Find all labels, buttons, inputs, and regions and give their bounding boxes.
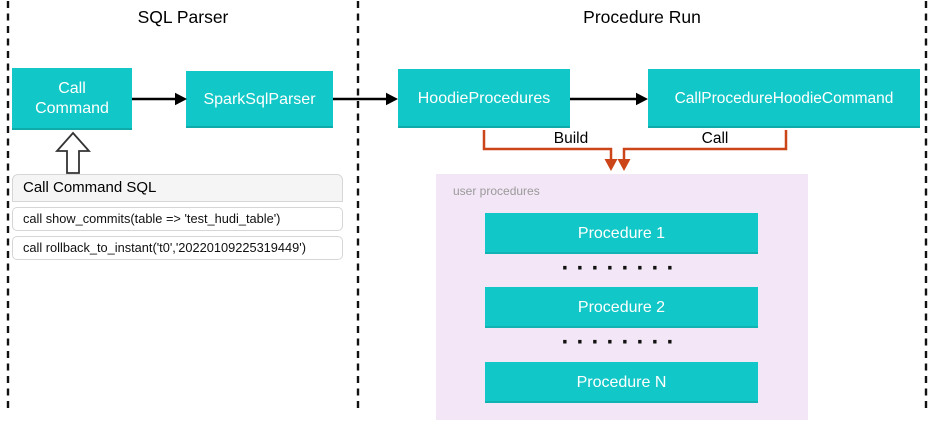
- node-procedure-n: Procedure N: [485, 362, 758, 403]
- sql-panel: Call Command SQL call show_commits(table…: [12, 174, 343, 260]
- node-call-procedure-hoodie-command: CallProcedureHoodieCommand: [648, 69, 920, 128]
- arrow-parser-to-hoodie-procedures: [333, 92, 398, 106]
- build-label: Build: [553, 130, 589, 147]
- section-title-procedure-run: Procedure Run: [583, 7, 701, 27]
- build-connector: [482, 130, 618, 171]
- arrow-call-command-to-parser: [132, 92, 187, 106]
- node-spark-sql-parser: SparkSqlParser: [186, 71, 333, 128]
- node-call-command-label: Call Command: [35, 80, 109, 117]
- sql-row: call rollback_to_instant('t0','202201092…: [12, 236, 343, 260]
- user-procedures-panel: user procedures Procedure 1 ········ Pro…: [436, 174, 808, 420]
- sql-panel-header: Call Command SQL: [12, 174, 343, 202]
- node-call-command: Call Command: [12, 68, 132, 130]
- call-connector: [617, 130, 788, 171]
- node-procedure-2: Procedure 2: [485, 287, 758, 328]
- node-procedure-1: Procedure 1: [485, 213, 758, 254]
- sql-row: call show_commits(table => 'test_hudi_ta…: [12, 207, 343, 231]
- hollow-up-arrow: [54, 131, 92, 174]
- node-hoodie-procedures: HoodieProcedures: [398, 69, 570, 128]
- user-procedures-label: user procedures: [453, 184, 540, 198]
- arrow-hoodie-to-call-procedure: [570, 92, 648, 106]
- call-label: Call: [701, 130, 729, 147]
- section-title-sql-parser: SQL Parser: [137, 7, 229, 27]
